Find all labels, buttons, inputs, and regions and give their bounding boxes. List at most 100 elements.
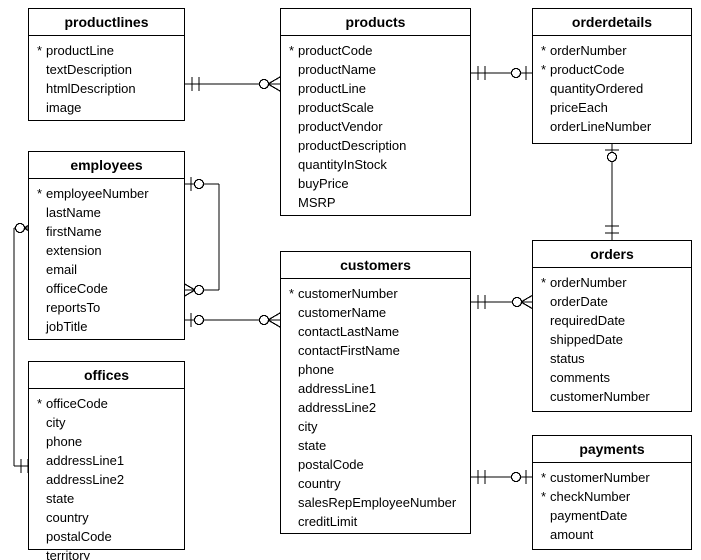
attribute-name: productName (298, 62, 377, 77)
attribute-name: phone (46, 434, 83, 449)
attribute-row[interactable]: priceEach (533, 98, 691, 117)
entity-employees[interactable]: employees *employeeNumber lastName first… (28, 151, 185, 340)
attribute-row[interactable]: jobTitle (29, 317, 184, 336)
attribute-name: orderNumber (550, 43, 627, 58)
attribute-row[interactable]: productScale (281, 98, 470, 117)
attribute-row[interactable]: paymentDate (533, 506, 691, 525)
attribute-row[interactable]: productVendor (281, 117, 470, 136)
attribute-row[interactable]: requiredDate (533, 311, 691, 330)
entity-products[interactable]: products *productCode productName produc… (280, 8, 471, 216)
attribute-name: orderNumber (550, 275, 627, 290)
attribute-name: officeCode (46, 281, 108, 296)
entity-customers[interactable]: customers *customerNumber customerName c… (280, 251, 471, 534)
attribute-row[interactable]: productDescription (281, 136, 470, 155)
attribute-row[interactable]: addressLine2 (281, 398, 470, 417)
attribute-row[interactable]: status (533, 349, 691, 368)
attribute-row[interactable]: reportsTo (29, 298, 184, 317)
pk-marker: * (541, 62, 547, 77)
attribute-row[interactable]: productName (281, 60, 470, 79)
attribute-name: email (46, 262, 78, 277)
attribute-row[interactable]: *customerNumber (281, 284, 470, 303)
attribute-row[interactable]: buyPrice (281, 174, 470, 193)
attribute-name: territory (46, 548, 91, 560)
attribute-row[interactable]: country (281, 474, 470, 493)
attribute-row[interactable]: phone (281, 360, 470, 379)
attribute-name: productScale (298, 100, 374, 115)
attribute-name: productLine (46, 43, 114, 58)
attribute-row[interactable]: city (29, 413, 184, 432)
attribute-row[interactable]: firstName (29, 222, 184, 241)
pk-marker: * (37, 43, 43, 58)
attribute-row[interactable]: city (281, 417, 470, 436)
attribute-name: employeeNumber (46, 186, 149, 201)
attribute-row[interactable]: salesRepEmployeeNumber (281, 493, 470, 512)
attribute-name: country (298, 476, 341, 491)
pk-marker: * (541, 489, 547, 504)
attribute-row[interactable]: MSRP (281, 193, 470, 212)
attribute-row[interactable]: quantityInStock (281, 155, 470, 174)
entity-offices[interactable]: offices *officeCode city phone addressLi… (28, 361, 185, 560)
attribute-row[interactable]: image (29, 98, 184, 117)
attribute-name: productLine (298, 81, 366, 96)
attribute-name: priceEach (550, 100, 608, 115)
attribute-row[interactable]: email (29, 260, 184, 279)
attribute-name: quantityOrdered (550, 81, 644, 96)
attribute-name: MSRP (298, 195, 336, 210)
pk-marker: * (541, 275, 547, 290)
attribute-name: htmlDescription (46, 81, 136, 96)
entity-title-payments: payments (533, 436, 691, 463)
attribute-row[interactable]: *productCode (281, 41, 470, 60)
entity-title-customers: customers (281, 252, 470, 279)
attribute-row[interactable]: *orderNumber (533, 273, 691, 292)
attribute-row[interactable]: extension (29, 241, 184, 260)
attribute-name: productCode (298, 43, 373, 58)
entity-orders[interactable]: orders *orderNumber orderDate requiredDa… (532, 240, 692, 412)
attribute-row[interactable]: productLine (281, 79, 470, 98)
attribute-row[interactable]: lastName (29, 203, 184, 222)
pk-marker: * (289, 43, 295, 58)
attribute-row[interactable]: *orderNumber (533, 41, 691, 60)
entity-title-productlines: productlines (29, 9, 184, 36)
attribute-row[interactable]: officeCode (29, 279, 184, 298)
attribute-row[interactable]: addressLine1 (281, 379, 470, 398)
attribute-list-productlines: *productLine textDescription htmlDescrip… (29, 36, 184, 123)
attribute-row[interactable]: *productCode (533, 60, 691, 79)
attribute-name: lastName (46, 205, 101, 220)
attribute-row[interactable]: *productLine (29, 41, 184, 60)
attribute-row[interactable]: *checkNumber (533, 487, 691, 506)
attribute-row[interactable]: postalCode (281, 455, 470, 474)
attribute-row[interactable]: *officeCode (29, 394, 184, 413)
attribute-row[interactable]: amount (533, 525, 691, 544)
attribute-row[interactable]: *customerNumber (533, 468, 691, 487)
attribute-row[interactable]: shippedDate (533, 330, 691, 349)
connector-productlines-products (185, 76, 281, 92)
attribute-row[interactable]: contactFirstName (281, 341, 470, 360)
attribute-row[interactable]: territory (29, 546, 184, 560)
attribute-row[interactable]: country (29, 508, 184, 527)
attribute-row[interactable]: state (29, 489, 184, 508)
attribute-name: customerNumber (550, 470, 650, 485)
attribute-row[interactable]: addressLine2 (29, 470, 184, 489)
attribute-row[interactable]: *employeeNumber (29, 184, 184, 203)
connector-customers-orders (471, 294, 534, 310)
attribute-row[interactable]: postalCode (29, 527, 184, 546)
attribute-row[interactable]: textDescription (29, 60, 184, 79)
attribute-name: postalCode (298, 457, 364, 472)
attribute-row[interactable]: state (281, 436, 470, 455)
attribute-row[interactable]: addressLine1 (29, 451, 184, 470)
attribute-row[interactable]: orderLineNumber (533, 117, 691, 136)
entity-productlines[interactable]: productlines *productLine textDescriptio… (28, 8, 185, 121)
entity-payments[interactable]: payments *customerNumber *checkNumber pa… (532, 435, 692, 550)
attribute-row[interactable]: customerName (281, 303, 470, 322)
attribute-row[interactable]: creditLimit (281, 512, 470, 531)
entity-orderdetails[interactable]: orderdetails *orderNumber *productCode q… (532, 8, 692, 144)
attribute-row[interactable]: phone (29, 432, 184, 451)
attribute-row[interactable]: orderDate (533, 292, 691, 311)
attribute-row[interactable]: htmlDescription (29, 79, 184, 98)
attribute-row[interactable]: customerNumber (533, 387, 691, 406)
attribute-row[interactable]: contactLastName (281, 322, 470, 341)
attribute-name: orderDate (550, 294, 608, 309)
attribute-list-employees: *employeeNumber lastName firstName exten… (29, 179, 184, 342)
attribute-row[interactable]: quantityOrdered (533, 79, 691, 98)
attribute-row[interactable]: comments (533, 368, 691, 387)
